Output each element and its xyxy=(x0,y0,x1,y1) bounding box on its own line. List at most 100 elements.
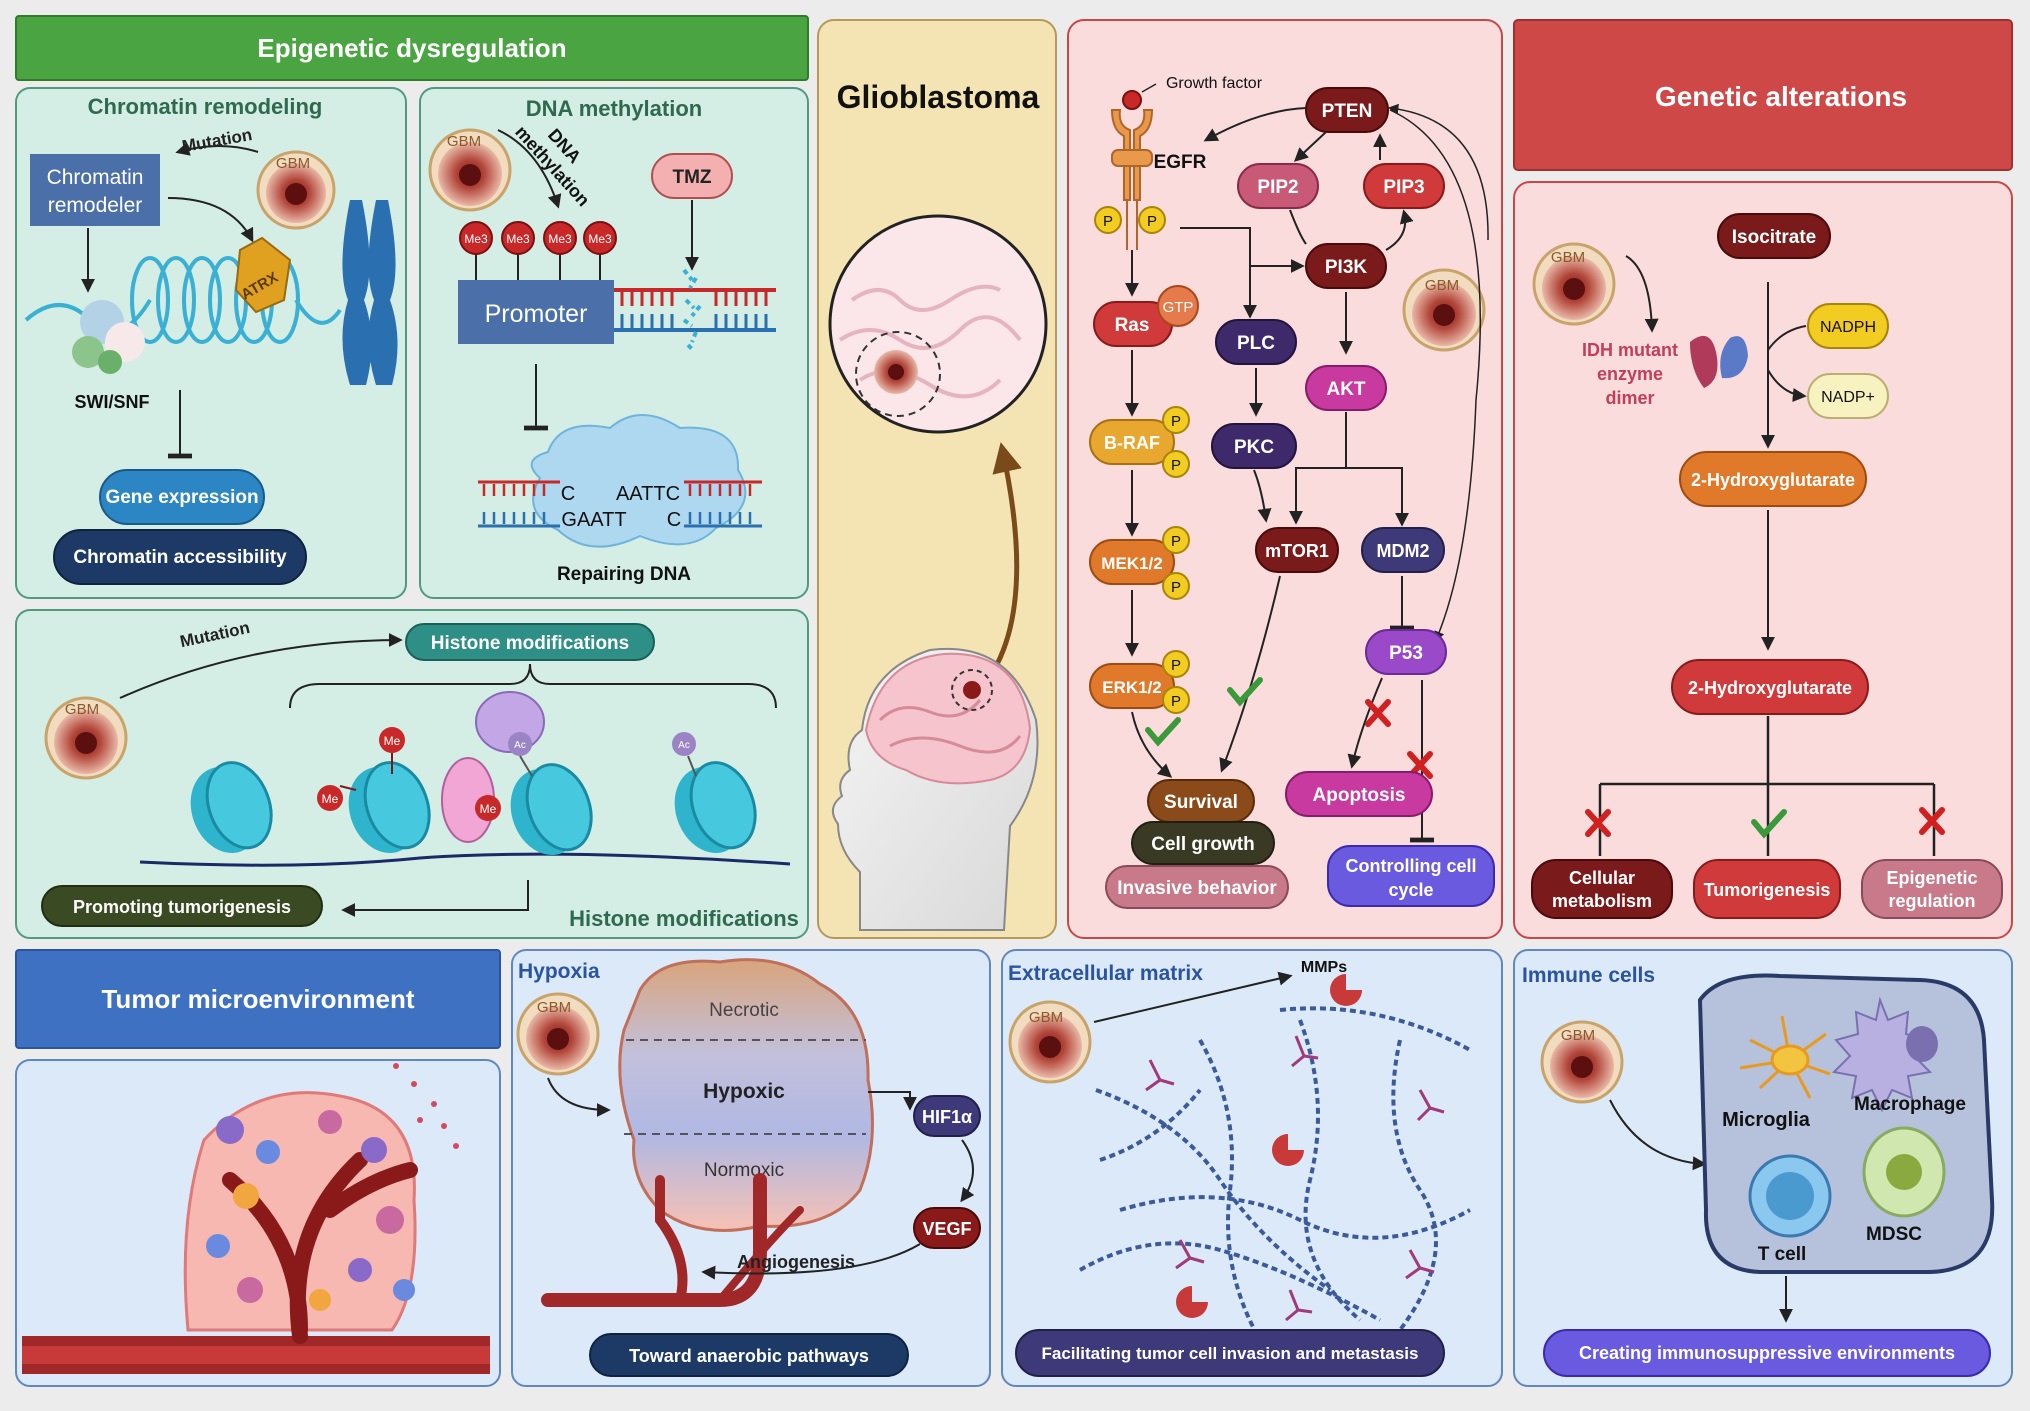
cellular-line-1: Cellular xyxy=(1569,868,1635,888)
seq-bottom-right: C xyxy=(667,509,681,531)
pip2-label: PIP2 xyxy=(1257,177,1298,198)
2hg-pill-1 xyxy=(1679,451,1867,507)
gbm-to-p53-arrow xyxy=(1389,109,1481,642)
nadph-label: NADPH xyxy=(1820,319,1876,336)
p-badge xyxy=(1162,450,1190,478)
methylation-arrow xyxy=(497,129,562,209)
tumorigenesis-label: Tumorigenesis xyxy=(1704,880,1831,900)
promoter-label: Promoter xyxy=(485,300,588,328)
angiogenesis-label: Angiogenesis xyxy=(737,1252,855,1272)
remodeler-line-2: remodeler xyxy=(48,194,143,217)
2hg-pill-2 xyxy=(1671,659,1869,715)
promoting-tumorigenesis-label: Promoting tumorigenesis xyxy=(73,897,291,917)
idh-dimer-icon xyxy=(1690,335,1748,388)
akt-label: AKT xyxy=(1326,379,1365,400)
nadph-link xyxy=(1767,325,1807,351)
ecm-fibers xyxy=(1079,1006,1471,1341)
pi3k-to-pip3-arrow xyxy=(1385,209,1414,251)
gbm-to-idh-arrow xyxy=(1625,255,1659,333)
facilitating-pill xyxy=(1015,1329,1445,1377)
gbm-label: GBM xyxy=(276,155,310,172)
ecm-title: Extracellular matrix xyxy=(1008,962,1203,985)
idh-line-2: enzyme xyxy=(1597,364,1663,384)
me3-label: Me3 xyxy=(506,232,530,246)
chromatin-remodeler-box xyxy=(30,154,160,226)
remodeler-to-atrx-arrow xyxy=(167,197,254,243)
mdsc-label: MDSC xyxy=(1866,1224,1922,1245)
blood-vessel xyxy=(541,1173,804,1307)
check-icon xyxy=(1145,717,1181,747)
p-badge xyxy=(1138,206,1166,234)
me-markers xyxy=(317,727,501,821)
methylation-title: DNA methylation xyxy=(526,96,702,121)
promoting-arrow xyxy=(341,880,529,917)
egfr-receptor xyxy=(1110,109,1154,250)
nadph-pill xyxy=(1807,303,1889,349)
controlling-cell-cycle-pill xyxy=(1327,845,1495,907)
gtp-label: GTP xyxy=(1163,299,1194,316)
erk-label: ERK1/2 xyxy=(1102,678,1162,697)
epigenetic-header: Epigenetic dysregulation xyxy=(257,33,566,63)
p53-label: P53 xyxy=(1389,643,1423,664)
me-label: Me xyxy=(384,734,401,748)
me3-label: Me3 xyxy=(464,232,488,246)
immunosuppressive-label: Creating immunosuppressive environments xyxy=(1579,1343,1955,1363)
braf-pill xyxy=(1089,419,1175,465)
p-badge xyxy=(1162,526,1190,554)
microglia-icon xyxy=(1739,1015,1831,1099)
p-badge xyxy=(1162,406,1190,434)
seq-top-left: C xyxy=(561,483,575,505)
nadp-arrow xyxy=(1767,369,1807,402)
chromatin-title: Chromatin remodeling xyxy=(88,94,323,119)
epigenetic-header-bar xyxy=(15,15,809,81)
gbm-label: GBM xyxy=(65,701,99,718)
plc-label: PLC xyxy=(1237,333,1275,354)
hypoxic-to-hif-arrow xyxy=(868,1091,917,1111)
p-badge xyxy=(1094,206,1122,234)
repaired-dna xyxy=(478,480,762,528)
epigenetic-reg-line-2: regulation xyxy=(1888,891,1975,911)
pi3k-pill xyxy=(1305,243,1387,289)
cell-growth-pill xyxy=(1131,821,1275,865)
apoptosis-label: Apoptosis xyxy=(1313,785,1406,806)
hif-label: HIF1α xyxy=(922,1107,972,1127)
hif-pill xyxy=(913,1095,981,1137)
gbm-cell-icon xyxy=(1532,242,1616,326)
genetic-header: Genetic alterations xyxy=(1655,81,1907,112)
pip3-pill xyxy=(1363,163,1445,209)
nadp-pill xyxy=(1807,373,1889,419)
ras-label: Ras xyxy=(1115,315,1150,336)
hypoxia-title: Hypoxia xyxy=(518,960,600,983)
vegf-label: VEGF xyxy=(922,1219,971,1239)
p-label: P xyxy=(1171,457,1181,474)
gbm-label: GBM xyxy=(1561,1027,1595,1044)
nadp-label: NADP+ xyxy=(1821,389,1875,406)
zoomed-brain-view xyxy=(828,214,1048,434)
controlling-line-2: cycle xyxy=(1388,880,1433,900)
plc-pill xyxy=(1215,319,1297,365)
mmps-label: MMPs xyxy=(1301,959,1347,976)
p-badge xyxy=(1162,686,1190,714)
2hg-label-1: 2-Hydroxyglutarate xyxy=(1691,470,1855,490)
p53-to-apoptosis-arrow xyxy=(1347,677,1383,769)
seq-top-right: AATTC xyxy=(616,483,680,505)
gbm-label: GBM xyxy=(1425,277,1459,294)
remodeler-line-1: Chromatin xyxy=(47,166,144,189)
gene-expression-label: Gene expression xyxy=(105,487,258,508)
isocitrate-pill xyxy=(1717,213,1831,259)
histone-title: Histone modifications xyxy=(569,906,799,931)
cellular-metabolism-pill xyxy=(1531,859,1673,919)
anaerobic-pill xyxy=(589,1333,909,1377)
gbm-label: GBM xyxy=(1551,249,1585,266)
glioblastoma-title: Glioblastoma xyxy=(837,79,1040,115)
cross-icon xyxy=(1919,807,1945,835)
vegf-pill xyxy=(913,1207,981,1249)
isocitrate-label: Isocitrate xyxy=(1732,227,1816,248)
epigenetic-reg-line-1: Epigenetic xyxy=(1886,868,1977,888)
immunosuppressive-pill xyxy=(1543,1329,1991,1377)
repair-cloud xyxy=(530,414,747,548)
gbm-cell-icon xyxy=(1540,1020,1624,1104)
invasive-behavior-label: Invasive behavior xyxy=(1117,878,1277,899)
gbm-cell-icon xyxy=(428,128,512,212)
promoter-box xyxy=(458,280,614,344)
